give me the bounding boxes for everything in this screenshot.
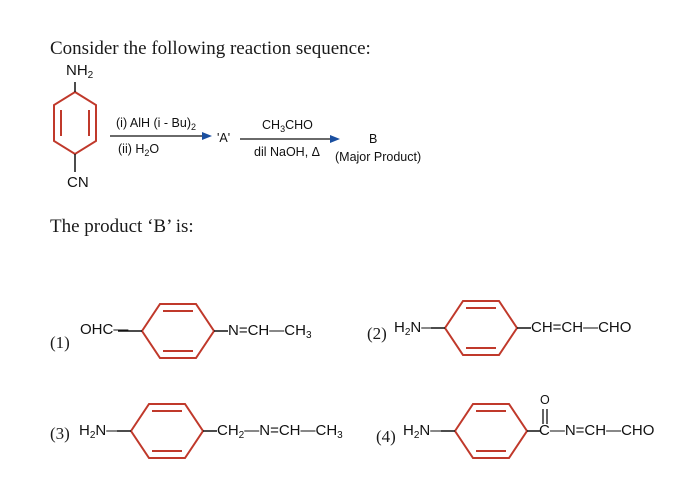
option-2-ring — [443, 300, 519, 356]
intermediate-a: 'A' — [217, 131, 231, 145]
arrow-1-head — [202, 132, 212, 140]
option-3-ring — [129, 403, 205, 459]
question-prompt: The product ‘B’ is: — [50, 216, 194, 237]
step2-reagent-bottom: dil NaOH, Δ — [254, 145, 321, 159]
step2-reagent-top: CH3CHO — [262, 118, 313, 134]
option-1-number[interactable]: (1) — [50, 333, 70, 352]
option-3-number[interactable]: (3) — [50, 424, 70, 443]
option-2-right-group: CH=CH—CHO — [531, 319, 632, 336]
starting-material-ring — [53, 90, 97, 156]
step1-reagent-1: (i) AlH (i - Bu)2 — [116, 116, 197, 132]
option-2-left-group: H2N— — [394, 319, 437, 338]
option-1-left-group: OHC— — [80, 321, 129, 338]
starting-material-amine: NH2 — [66, 62, 94, 81]
question-heading: Consider the following reaction sequence… — [50, 38, 371, 59]
option-3-left-group: H2N— — [79, 422, 122, 441]
option-1-right-group: N=CH—CH3 — [228, 322, 312, 341]
option-4-left-group: H2N— — [403, 422, 446, 441]
step1-reagent-2: (ii) H2O — [118, 142, 160, 158]
option-3-right-group: CH2—N=CH—CH3 — [217, 422, 343, 441]
product-b: B — [369, 132, 378, 146]
option-4-ring — [453, 403, 529, 459]
option-1-ring — [140, 303, 216, 359]
arrow-2-head — [330, 135, 340, 143]
option-2-number[interactable]: (2) — [367, 324, 387, 343]
option-4-right-group: C—N=CH—CHO — [539, 422, 655, 439]
option-4-carbonyl-oxygen: O — [540, 393, 550, 407]
option-4-number[interactable]: (4) — [376, 427, 396, 446]
starting-material-nitrile: CN — [67, 174, 89, 191]
product-note: (Major Product) — [335, 150, 422, 164]
